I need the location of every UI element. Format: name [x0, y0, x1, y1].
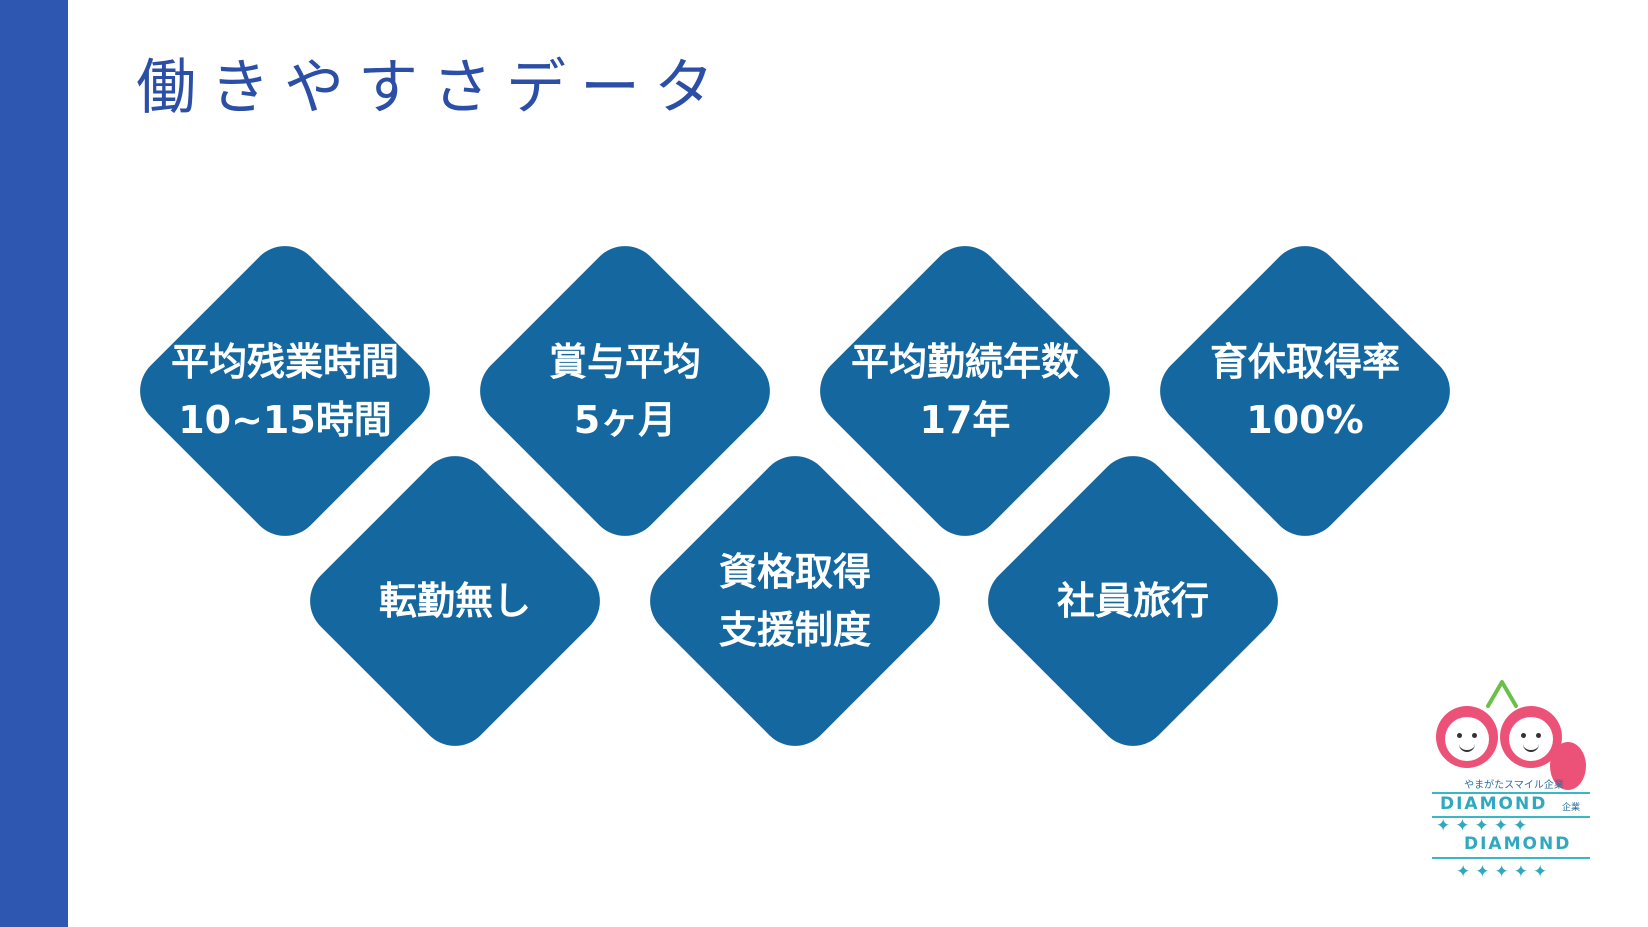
badge-divider — [1432, 857, 1590, 859]
diamond-childcare-leave-rate: 育休取得率 100% — [1144, 230, 1466, 552]
badge-divider — [1432, 792, 1590, 794]
diamond-label-line-1: 平均残業時間 — [170, 340, 399, 384]
cherry-face-small-icon — [1550, 742, 1586, 790]
badge-stars-1-icon: ✦✦✦✦✦ — [1436, 816, 1533, 836]
badge-word-1: DIAMOND — [1440, 794, 1548, 814]
diamond-value: 100% — [1246, 398, 1364, 442]
diamond-value: 17年 — [919, 398, 1011, 442]
diamond-label: 転勤無し — [294, 440, 616, 762]
cherry-stem-icon — [1486, 680, 1518, 708]
diamond-label: 資格取得 支援制度 — [634, 440, 956, 762]
diamond-label-line-2: 支援制度 — [718, 608, 871, 652]
diamond-value: 5ヶ月 — [573, 398, 677, 442]
cherry-face-left-icon — [1436, 706, 1498, 768]
diamond-no-transfer: 転勤無し — [294, 440, 616, 762]
badge-caption: やまがたスマイル企業 — [1464, 780, 1564, 791]
diamond-label: 賞与平均 5ヶ月 — [464, 230, 786, 552]
diamond-average-bonus: 賞与平均 5ヶ月 — [464, 230, 786, 552]
diamond-label-line-1: 賞与平均 — [548, 340, 701, 384]
left-accent-bar — [0, 0, 68, 927]
diamond-label-line-1: 転勤無し — [378, 579, 531, 623]
smile-company-badge: やまがたスマイル企業 DIAMOND 企業 ✦✦✦✦✦ DIAMOND ✦✦✦✦… — [1426, 676, 1596, 898]
diamond-label-line-1: 育休取得率 — [1209, 340, 1400, 384]
diamond-value: 10~15時間 — [178, 398, 392, 442]
badge-sub-label: 企業 — [1562, 803, 1581, 813]
page-title: 働きやすさデータ — [136, 53, 728, 123]
badge-divider — [1432, 816, 1590, 818]
diamond-company-trip: 社員旅行 — [972, 440, 1294, 762]
diamond-label: 平均勤続年数 17年 — [804, 230, 1126, 552]
diamond-label-line-1: 平均勤続年数 — [850, 340, 1079, 384]
diamond-label: 平均残業時間 10~15時間 — [124, 230, 446, 552]
badge-word-2: DIAMOND — [1464, 834, 1572, 854]
diamond-label: 社員旅行 — [972, 440, 1294, 762]
badge-stars-2-icon: ✦✦✦✦✦ — [1456, 862, 1553, 882]
diamond-label-line-1: 社員旅行 — [1056, 579, 1209, 623]
diamond-average-overtime: 平均残業時間 10~15時間 — [124, 230, 446, 552]
diamond-label-line-1: 資格取得 — [718, 550, 871, 594]
diamond-qualification-support: 資格取得 支援制度 — [634, 440, 956, 762]
diamond-label: 育休取得率 100% — [1144, 230, 1466, 552]
diamond-average-tenure: 平均勤続年数 17年 — [804, 230, 1126, 552]
